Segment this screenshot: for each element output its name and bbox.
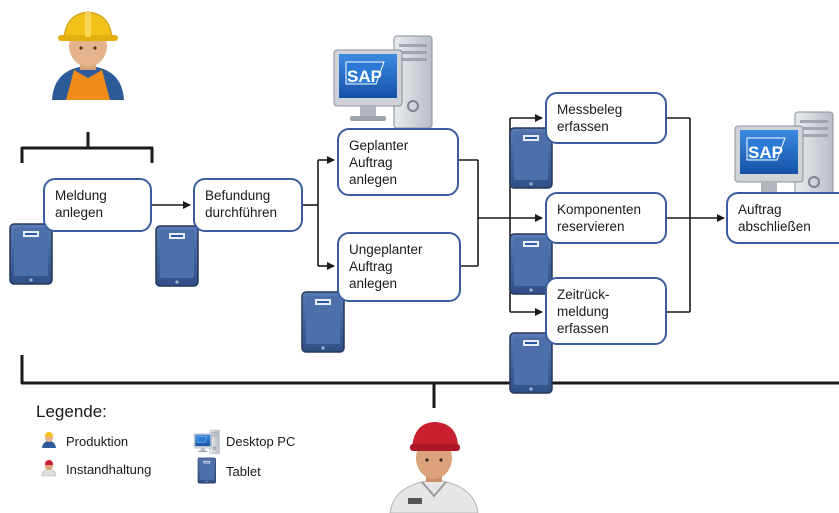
legend-label-tablet: Tablet xyxy=(226,464,261,479)
legend-tablet-icon xyxy=(197,457,217,484)
step-meldung-anlegen: Meldung anlegen xyxy=(43,178,152,232)
step-label: Messbeleg erfassen xyxy=(557,102,623,134)
legend-label-desktop: Desktop PC xyxy=(226,434,296,449)
step-ungeplanter-auftrag: Ungeplanter Auftrag anlegen xyxy=(337,232,461,302)
step-befundung-durchfuehren: Befundung durchführen xyxy=(193,178,303,232)
step-label: Zeitrück- meldung erfassen xyxy=(557,287,610,336)
legend-desktop-icon xyxy=(193,429,220,455)
legend-title: Legende: xyxy=(36,402,107,421)
step-zeitrueckmeldung-erfassen: Zeitrück- meldung erfassen xyxy=(545,277,667,345)
svg-text:SAP: SAP xyxy=(347,67,382,86)
step-label: Ungeplanter Auftrag anlegen xyxy=(349,242,423,291)
step-label: Auftrag abschließen xyxy=(738,202,811,234)
legend-label-instandhaltung: Instandhaltung xyxy=(66,462,152,477)
tablet-icon xyxy=(509,332,553,394)
step-komponenten-reservieren: Komponenten reservieren xyxy=(545,192,667,244)
tablet-icon xyxy=(155,225,199,287)
instandhaltung-bracket xyxy=(20,355,839,408)
step-geplanter-auftrag: Geplanter Auftrag anlegen xyxy=(337,128,459,196)
step-label: Komponenten reservieren xyxy=(557,202,642,234)
construction-worker-icon xyxy=(52,11,124,100)
step-label: Befundung durchführen xyxy=(205,188,278,220)
step-label: Meldung anlegen xyxy=(55,188,107,220)
produktion-bracket xyxy=(20,132,154,163)
tablet-icon xyxy=(9,223,53,285)
maintenance-worker-icon xyxy=(389,422,479,513)
svg-text:SAP: SAP xyxy=(748,143,783,162)
tablet-icon xyxy=(301,291,345,353)
step-auftrag-abschliessen: Auftrag abschließen xyxy=(726,192,839,244)
legend-label-produktion: Produktion xyxy=(66,434,129,449)
step-messbeleg-erfassen: Messbeleg erfassen xyxy=(545,92,667,144)
legend-produktion-icon xyxy=(42,432,56,448)
step-label: Geplanter Auftrag anlegen xyxy=(349,138,409,187)
legend-instandhaltung-icon xyxy=(41,460,57,477)
